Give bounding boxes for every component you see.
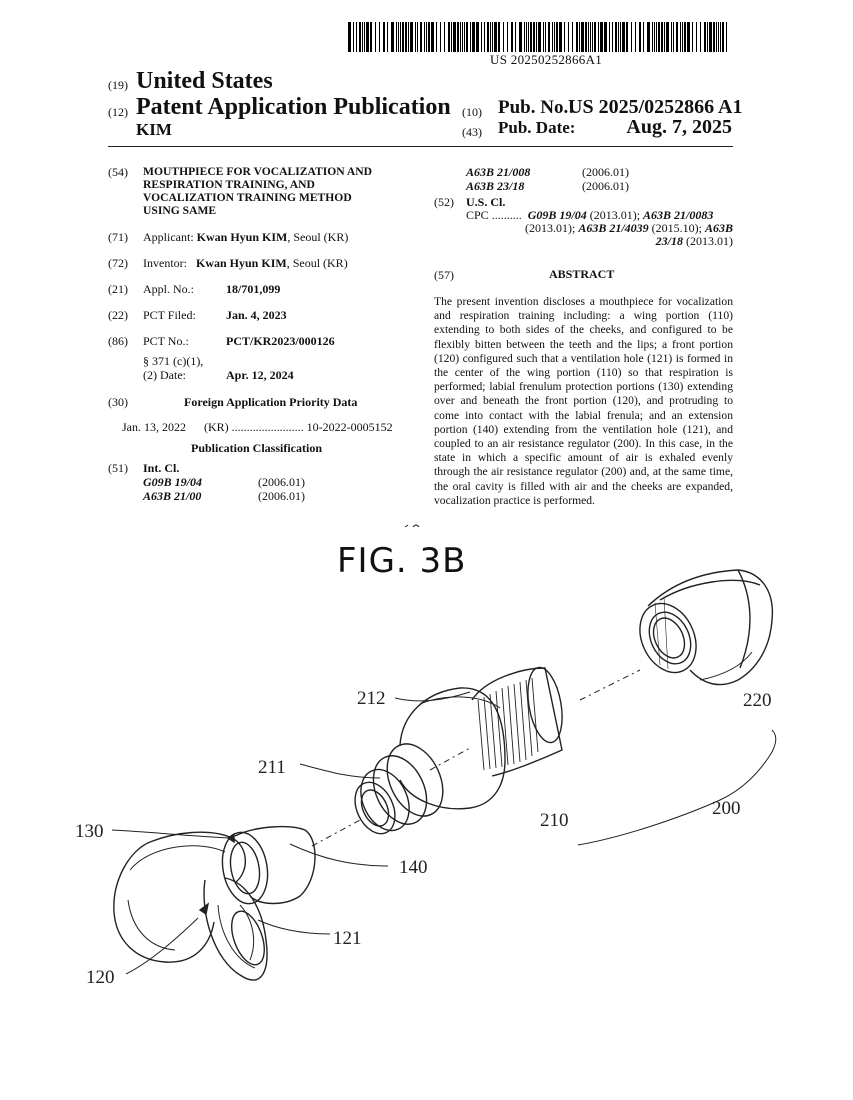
inventor-field: Inventor: Kwan Hyun KIM, Seoul (KR) [143,256,348,270]
code-57: (57) [434,268,454,282]
pct-no-label: PCT No.: [143,334,189,348]
ref-211: 211 [258,757,286,778]
intcl-label: Int. Cl. [143,461,180,475]
inventor-label: Inventor: [143,256,187,270]
code-19: (19) [108,78,128,92]
code-54: (54) [108,165,128,179]
intcl-code-4: A63B 23/18 [466,179,525,193]
code-71: (71) [108,230,128,244]
inventor-name: Kwan Hyun KIM [196,256,287,270]
pub-no-label: Pub. No.: [498,97,575,118]
cpc-year-3: (2015.10); [648,221,705,235]
code-12: (12) [108,105,128,119]
code-72: (72) [108,256,128,270]
abstract-text: The present invention discloses a mouthp… [434,295,733,507]
cpc-year-4: (2013.01) [683,234,733,248]
priority-entry: Jan. 13, 2022 (KR) .....................… [122,420,393,434]
cpc-code-2: A63B 21/0083 [643,208,714,222]
applicant-label: Applicant: [143,230,194,244]
cpc-line-1: CPC .......... G09B 19/04 (2013.01); A63… [466,208,714,222]
code-43: (43) [462,125,482,139]
country: United States [136,68,273,94]
ref-220: 220 [743,690,772,711]
code-86: (86) [108,334,128,348]
priority-date: Jan. 13, 2022 [122,420,186,434]
cpc-year-1: (2013.01); [586,208,644,222]
ref-212: 212 [357,688,386,709]
ref-130: 130 [75,821,104,842]
code-30: (30) [108,395,128,409]
ref-210: 210 [540,810,569,831]
doc-type: Patent Application Publication [136,94,451,120]
intcl-code-1: G09B 19/04 [143,475,203,489]
applicant-field: Applicant: Kwan Hyun KIM, Seoul (KR) [143,230,349,244]
priority-no: 10-2022-0005152 [306,420,393,434]
cpc-dots: .......... [491,208,522,222]
pct-filed: Jan. 4, 2023 [226,308,287,322]
s371-line-1: § 371 (c)(1), [143,354,204,368]
barcode-number: US 20250252866A1 [490,52,603,67]
title-line-1: MOUTHPIECE FOR VOCALIZATION AND [143,165,372,178]
intcl-year-3: (2006.01) [582,165,629,179]
title-line-2: RESPIRATION TRAINING, AND [143,178,315,191]
appl-label: Appl. No.: [143,282,194,296]
intcl-year-2: (2006.01) [258,489,305,503]
cpc-year-2: (2013.01); [524,221,579,235]
cpc-label: CPC [466,208,489,222]
ref-140: 140 [399,857,428,878]
ref-120: 120 [86,967,115,988]
pub-class-heading: Publication Classification [191,441,323,455]
priority-country: (KR) [204,420,229,434]
priority-heading: Foreign Application Priority Data [184,395,358,409]
intcl-code-2: A63B 21/00 [143,489,202,503]
code-22: (22) [108,308,128,322]
code-51: (51) [108,461,128,475]
applicant-name: Kwan Hyun KIM [196,230,288,244]
regulator-210 [354,666,563,835]
leader-lines [111,691,777,975]
applicant-location: , Seoul (KR) [287,230,349,244]
title-line-4: USING SAME [143,204,217,217]
intcl-code-3: A63B 21/008 [466,165,531,179]
cpc-code-4b: 23/18 [655,234,683,248]
code-21: (21) [108,282,128,296]
appl-no: 18/701,099 [226,282,281,296]
s371-line-2: (2) Date: [143,368,186,382]
intcl-year-4: (2006.01) [582,179,629,193]
ref-200: 200 [712,798,741,819]
priority-dots: ........................ [231,420,304,434]
pub-no: US 2025/0252866 A1 [568,96,743,118]
ref-121: 121 [333,928,362,949]
cpc-code-3: A63B 21/4039 [578,221,649,235]
figure-label: FIG. 3B [337,541,467,581]
abstract-heading: ABSTRACT [549,267,615,281]
cpc-code-4a: A63B [704,221,733,235]
mouthpiece-120 [113,825,316,981]
s371-date: Apr. 12, 2024 [226,368,294,382]
code-10: (10) [462,105,482,119]
pub-date: Aug. 7, 2025 [626,116,732,138]
header-rule [108,146,733,147]
pct-no: PCT/KR2023/000126 [226,334,335,348]
intcl-year-1: (2006.01) [258,475,305,489]
inventor-surname: KIM [136,120,172,139]
cpc-line-3: 23/18 (2013.01) [655,234,733,248]
pct-filed-label: PCT Filed: [143,308,196,322]
title-line-3: VOCALIZATION TRAINING METHOD [143,191,352,204]
uscl-label: U.S. Cl. [466,195,506,209]
pub-date-label: Pub. Date: [498,118,576,137]
cpc-code-1: G09B 19/04 [527,208,587,222]
code-52: (52) [434,195,454,209]
barcode [348,22,732,52]
cpc-line-2: (2013.01); A63B 21/4039 (2015.10); A63B [524,221,733,235]
cap-220 [639,569,774,686]
inventor-location: , Seoul (KR) [286,256,348,270]
